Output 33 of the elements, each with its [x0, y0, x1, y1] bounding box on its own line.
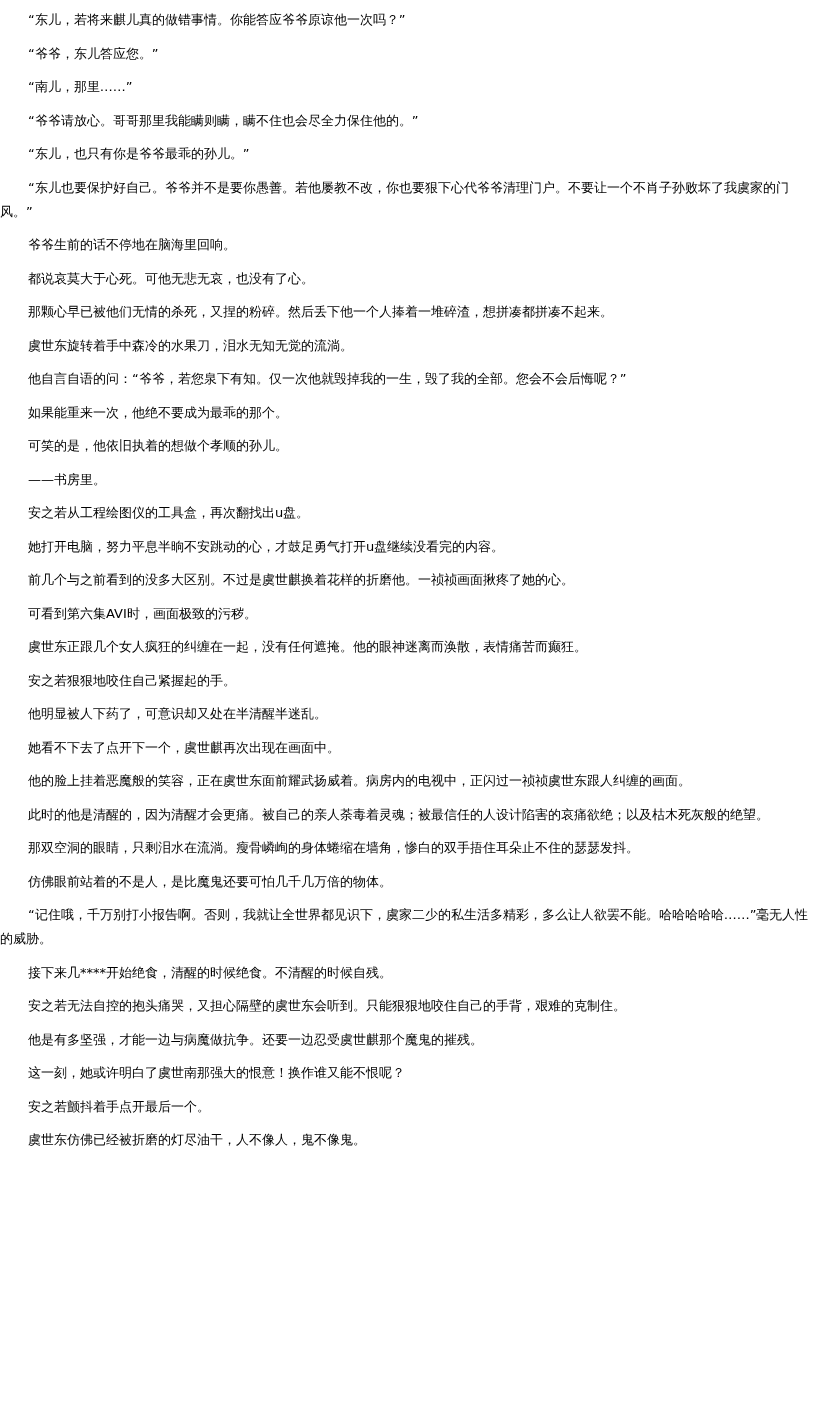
paragraph: “东儿，也只有你是爷爷最乖的孙儿。”: [27, 145, 251, 163]
paragraph: 他明显被人下药了，可意识却又处在半清醒半迷乱。: [27, 705, 328, 723]
paragraph: 虞世东旋转着手中森冷的水果刀，泪水无知无觉的流淌。: [27, 336, 354, 355]
paragraph: 她看不下去了点开下一个，虞世麒再次出现在画面中。: [27, 738, 341, 757]
paragraph: “东儿，若将来麒儿真的做错事情。你能答应爷爷原谅他一次吗？”: [27, 11, 407, 29]
paragraph: 那双空洞的眼睛，只剩泪水在流淌。瘦骨嶙峋的身体蜷缩在墙角，惨白的双手捂住耳朵止不住的瑟瑟发抖。: [27, 839, 640, 857]
paragraph: 仿佛眼前站着的不是人，是比魔鬼还要可怕几千几万倍的物体。: [27, 872, 393, 891]
paragraph: 如果能重来一次，他绝不要成为最乖的那个。: [27, 403, 289, 422]
paragraph: 此时的他是清醒的，因为清醒才会更痛。被自己的亲人荼毒着灵魂；被最信任的人设计陷害的哀痛欲绝；以及枯木死灰般的绝望。: [27, 805, 770, 824]
paragraph: 前几个与之前看到的没多大区别。不过是虞世麒换着花样的折磨他。一祯祯画面揪疼了她的心。: [27, 571, 575, 589]
paragraph: 爷爷生前的话不停地在脑海里回响。: [27, 236, 237, 254]
paragraph: 可看到第六集AVI时，画面极致的污秽。: [27, 604, 258, 623]
paragraph: 他的脸上挂着恶魔般的笑容，正在虞世东面前耀武扬威着。病房内的电视中，正闪过一祯祯虞世东跟人纠缠的画面。: [27, 772, 692, 790]
paragraph: 都说哀莫大于心死。可他无悲无哀，也没有了心。: [27, 269, 315, 288]
paragraph: 他是有多坚强，才能一边与病魔做抗争。还要一边忍受虞世麒那个魔鬼的摧残。: [27, 1030, 484, 1049]
paragraph: “南儿，那里……”: [27, 78, 134, 96]
paragraph: 安之若颤抖着手点开最后一个。: [27, 1097, 211, 1116]
paragraph: 安之若无法自控的抱头痛哭，又担心隔壁的虞世东会听到。只能狠狠地咬住自己的手背，艰难的克制住。: [27, 997, 627, 1015]
paragraph: ——书房里。: [27, 470, 107, 489]
paragraph: 虞世东仿佛已经被折磨的灯尽油干，人不像人，鬼不像鬼。: [27, 1131, 367, 1149]
paragraph: 这一刻，她或许明白了虞世南那强大的恨意！换作谁又能不恨呢？: [27, 1064, 406, 1082]
paragraph: “记住哦，千万别打小报告啊。否则，我就让全世界都见识下，虞家二少的私生活多精彩，多么让人欲罢不能。哈哈哈哈哈……”毫无人性的威胁。: [0, 906, 810, 948]
paragraph: “爷爷，东儿答应您。”: [27, 44, 160, 63]
paragraph: 接下来几****开始绝食，清醒的时候绝食。不清醒的时候自残。: [27, 963, 393, 982]
paragraph: 虞世东正跟几个女人疯狂的纠缠在一起，没有任何遮掩。他的眼神迷离而涣散，表情痛苦而癫狂。: [27, 638, 588, 656]
paragraph: 那颗心早已被他们无情的杀死，又捏的粉碎。然后丢下他一个人捧着一堆碎渣，想拼凑都拼凑不起来。: [27, 303, 614, 321]
paragraph: “爷爷请放心。哥哥那里我能瞒则瞒，瞒不住也会尽全力保住他的。”: [27, 111, 420, 130]
paragraph: “东儿也要保护好自己。爷爷并不是要你愚善。若他屡教不改，你也要狠下心代爷爷清理门户。不要让一个不肖子孙败坏了我虞家的门风。”: [0, 178, 790, 221]
paragraph: 安之若从工程绘图仪的工具盒，再次翻找出u盘。: [27, 504, 311, 522]
paragraph: 他自言自语的问：“爷爷，若您泉下有知。仅一次他就毁掉我的一生，毁了我的全部。您会不会后悔呢？”: [27, 370, 628, 388]
paragraph: 可笑的是，他依旧执着的想做个孝顺的孙儿。: [27, 437, 289, 455]
paragraph: 她打开电脑，努力平息半晌不安跳动的心，才鼓足勇气打开u盘继续没看完的内容。: [27, 537, 506, 556]
paragraph: 安之若狠狠地咬住自己紧握起的手。: [27, 671, 237, 690]
